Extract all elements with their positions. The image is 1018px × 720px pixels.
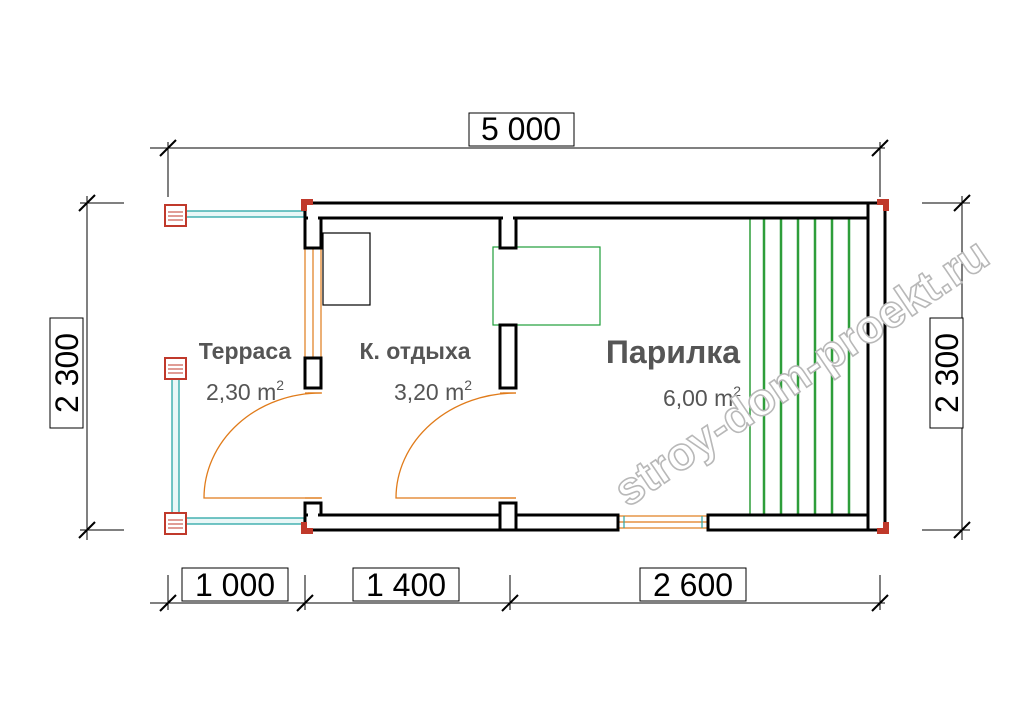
entrance-doorway [304, 247, 322, 359]
dim-bottom-steam-room: 2 600 [653, 567, 733, 603]
dim-right-height: 2 300 [929, 333, 965, 413]
rest-room-bench [322, 232, 371, 306]
door-jambs [305, 387, 516, 504]
terrace-post-grain [168, 211, 183, 529]
steam-room-door-swing [395, 392, 517, 499]
dim-left-height: 2 300 [49, 333, 85, 413]
area-superscript: 2 [276, 377, 284, 393]
room-area-terrace: 2,30 m2 [206, 377, 284, 405]
dimension-label-boxes [49, 112, 964, 602]
steam-room-table [492, 246, 601, 326]
room-area-steam-room: 6,00 m2 [663, 383, 741, 411]
sauna-shelves [749, 217, 869, 519]
area-superscript: 2 [464, 377, 472, 393]
dimension-lines [78, 139, 971, 612]
area-superscript: 2 [733, 383, 741, 399]
entrance-door-swing [203, 392, 322, 499]
dim-bottom-terrace: 1 000 [195, 567, 275, 603]
room-area-rest-room: 3,20 m2 [394, 377, 472, 405]
walls [303, 201, 887, 532]
terrace-railings [171, 210, 305, 525]
room-name-terrace: Терраса [199, 338, 292, 364]
bottom-window [617, 515, 709, 529]
dim-top-total: 5 000 [481, 111, 561, 147]
corner-markers [301, 199, 889, 534]
room-name-rest-room: К. отдыха [359, 338, 470, 364]
dim-bottom-rest-room: 1 400 [366, 567, 446, 603]
room-name-steam-room: Парилка [606, 334, 740, 370]
wall-join-fills [308, 216, 882, 519]
